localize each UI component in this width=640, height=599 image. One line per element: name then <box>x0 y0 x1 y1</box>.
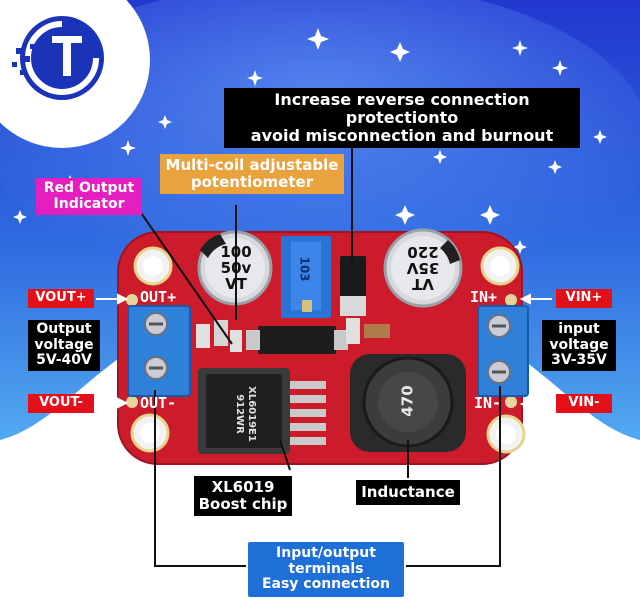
inductor-marking: 470 <box>398 385 417 417</box>
terminals-callout: Input/output terminals Easy connection <box>246 540 406 599</box>
vin-plus-label: VIN+ <box>556 289 612 308</box>
pin-arrows <box>96 293 552 410</box>
output-terminal-block <box>127 305 191 397</box>
potentiometer-callout: Multi-coil adjustable potentiometer <box>160 154 344 194</box>
vout-minus-label: VOUT- <box>28 394 94 413</box>
red-led <box>230 330 242 352</box>
input-voltage-callout: input voltage 3V-35V <box>542 320 616 372</box>
boost-chip-callout: XL6019 Boost chip <box>194 476 292 516</box>
red-indicator-callout: Red Output Indicator <box>36 178 142 216</box>
boost-chip <box>198 368 326 454</box>
input-terminal-block <box>477 305 529 397</box>
silk-out-plus: OUT+ <box>140 288 177 306</box>
input-capacitor <box>383 228 463 308</box>
smd-component <box>258 326 336 354</box>
sparkle-stars <box>13 28 607 254</box>
potentiometer <box>281 236 331 318</box>
output-voltage-callout: Output voltage 5V-40V <box>28 320 100 372</box>
inductor <box>350 354 466 452</box>
silk-in-minus: IN- <box>474 394 502 412</box>
vin-minus-label: VIN- <box>556 394 612 413</box>
chip-marking: XL6019E1 912WR <box>234 386 257 442</box>
silk-out-minus: OUT- <box>140 394 177 412</box>
silk-in-plus: IN+ <box>470 288 498 306</box>
potentiometer-marking: 103 <box>297 256 312 282</box>
capacitor-right-marking: VT 35V 220 <box>406 243 440 293</box>
reverse-protection-callout: Increase reverse connection protectionto… <box>224 88 580 148</box>
inductance-callout: Inductance <box>356 480 460 505</box>
callout-lines <box>136 140 501 567</box>
capacitor-left-marking: 100 50v VT <box>220 243 252 293</box>
tc-logo-icon <box>0 0 150 148</box>
vout-plus-label: VOUT+ <box>28 289 94 308</box>
